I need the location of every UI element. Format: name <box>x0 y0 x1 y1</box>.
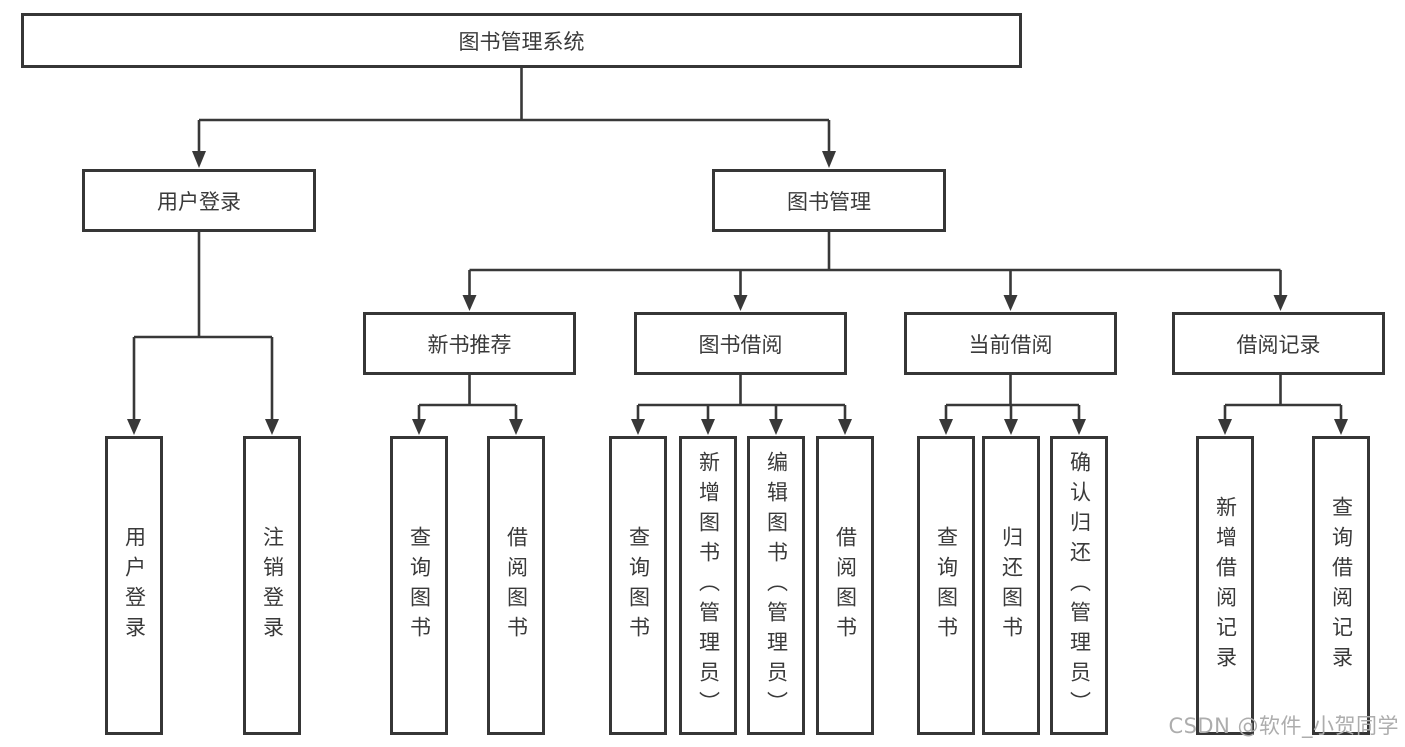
node-current-borrowing: 当前借阅 <box>904 312 1117 375</box>
leaf-edit-books-admin: 编辑图书（管理员） <box>747 436 805 735</box>
leaf-borrow-books-recommendation: 借阅图书 <box>487 436 545 735</box>
node-user-login: 用户登录 <box>82 169 316 232</box>
leaf-add-borrowing-record: 新增借阅记录 <box>1196 436 1254 735</box>
leaf-logout: 注销登录 <box>243 436 301 735</box>
leaf-query-books-recommendation: 查询图书 <box>390 436 448 735</box>
leaf-user-login: 用户登录 <box>105 436 163 735</box>
leaf-query-books-borrowing: 查询图书 <box>609 436 667 735</box>
node-borrowing-records: 借阅记录 <box>1172 312 1385 375</box>
node-library-management-system: 图书管理系统 <box>21 13 1022 68</box>
leaf-query-books-current: 查询图书 <box>917 436 975 735</box>
leaf-add-books-admin: 新增图书（管理员） <box>679 436 737 735</box>
leaf-confirm-return-admin: 确认归还（管理员） <box>1050 436 1108 735</box>
leaf-return-books: 归还图书 <box>982 436 1040 735</box>
csdn-watermark: CSDN @软件_小贺同学 <box>1168 714 1399 738</box>
leaf-query-borrowing-record: 查询借阅记录 <box>1312 436 1370 735</box>
node-new-book-recommendation: 新书推荐 <box>363 312 576 375</box>
node-book-management: 图书管理 <box>712 169 946 232</box>
leaf-borrow-books-borrowing: 借阅图书 <box>816 436 874 735</box>
node-book-borrowing: 图书借阅 <box>634 312 847 375</box>
